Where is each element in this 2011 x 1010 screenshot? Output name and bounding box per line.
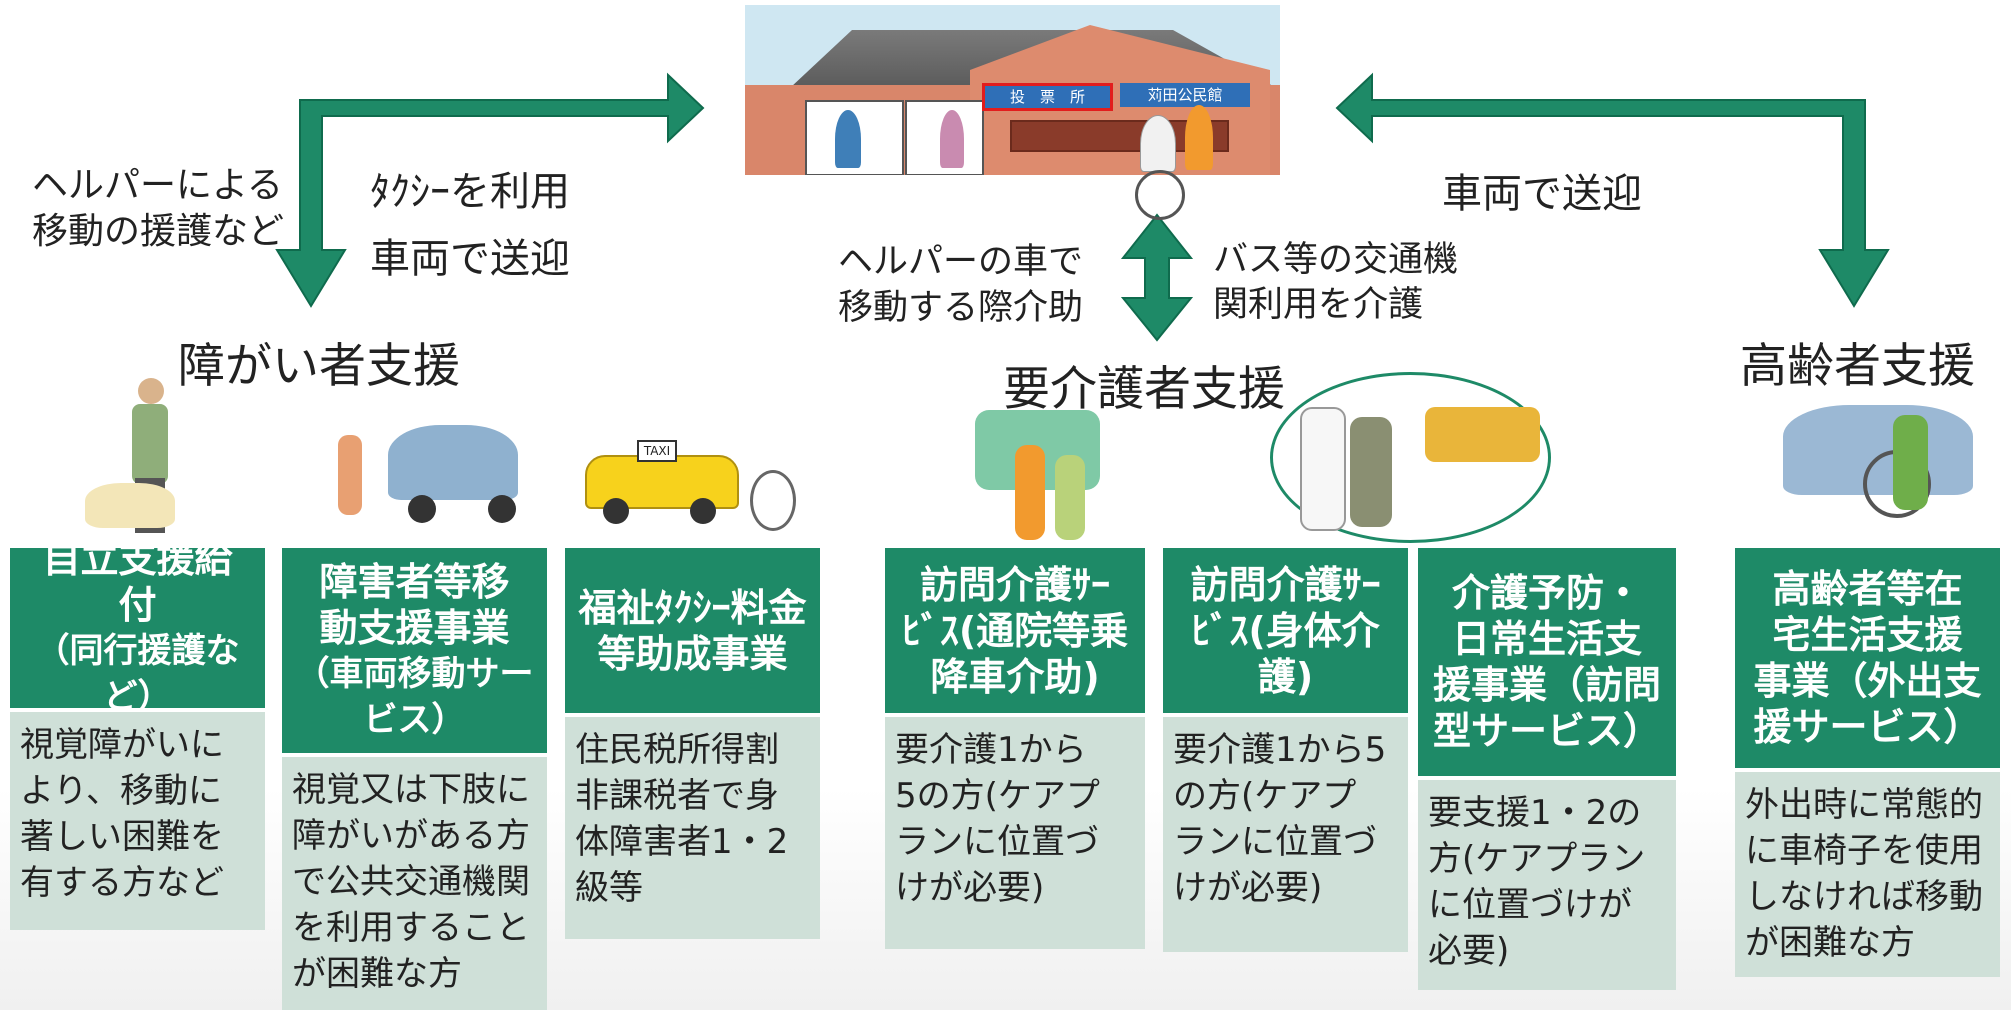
service-title-line: 訪問介護ｻｰ xyxy=(1190,562,1381,607)
service-title-7: 高齢者等在宅生活支援事業（外出支援サービス） xyxy=(1735,548,2000,768)
service-description-line: 著しい困難を xyxy=(20,817,224,857)
guide-dog-illustration xyxy=(80,378,210,538)
voter-figure xyxy=(940,110,964,168)
service-title-line: 自立支援給 xyxy=(42,537,233,581)
service-title-line: 高齢者等在 xyxy=(1772,567,1963,611)
polling-station-illustration: 投 票 所 苅田公民館 xyxy=(745,5,1280,175)
category-elderly: 高齢者支援 xyxy=(1740,339,1975,394)
service-description-3: 住民税所得割非課税者で身体障害者1・2 級等 xyxy=(565,717,820,939)
taxi-sign: TAXI xyxy=(637,440,677,462)
label-helper-car-1: ヘルパーの車で xyxy=(838,242,1084,282)
service-description-line: 要支援1・2の xyxy=(1428,793,1642,833)
taxi-illustration: TAXI xyxy=(585,430,796,531)
van-transfer-illustration xyxy=(975,405,1120,545)
service-description-line: の方(ケアプ xyxy=(1173,776,1357,816)
service-description-5: 要介護1から5 の方(ケアプランに位置づけが必要) xyxy=(1163,717,1408,952)
service-title-extra: （車両移動サービス） xyxy=(295,653,534,740)
service-description-4: 要介護1から 5の方(ケアプランに位置づけが必要) xyxy=(885,717,1145,949)
service-title-line: 宅生活支援 xyxy=(1772,613,1963,657)
service-description-line: 5の方(ケアプ xyxy=(895,776,1100,816)
service-title-line: ﾋﾞｽ(通院等乗 xyxy=(901,608,1129,653)
category-disability: 障がい者支援 xyxy=(178,339,460,394)
service-title-line: 介護予防・ xyxy=(1451,571,1642,615)
service-description-6: 要支援1・2の方(ケアプランに位置づけが必要) xyxy=(1418,780,1676,990)
service-description-2: 視覚又は下肢に障がいがある方で公共交通機関を利用することが困難な方 xyxy=(282,757,547,1010)
label-vehicle-right: 車両で送迎 xyxy=(1442,171,1642,217)
bus-assist-illustration xyxy=(1270,372,1580,543)
service-description-line: 視覚又は下肢に xyxy=(292,770,530,810)
service-description-line: 住民税所得割 xyxy=(575,730,779,770)
vehicle-lift-illustration xyxy=(338,415,518,535)
label-vehicle-left: 車両で送迎 xyxy=(370,236,570,282)
label-taxi: ﾀｸｼｰを利用 xyxy=(370,169,570,215)
service-title-5: 訪問介護ｻｰﾋﾞｽ(身体介護) xyxy=(1163,548,1408,713)
service-description-line: けが必要) xyxy=(895,868,1045,908)
service-title-line: 動支援事業 xyxy=(319,605,510,650)
service-description-line: 体障害者1・2 xyxy=(575,822,789,862)
label-helper-car-2: 移動する際介助 xyxy=(838,288,1084,328)
service-description-line: 視覚障がいに xyxy=(20,725,224,765)
service-description-line: 必要) xyxy=(1428,931,1510,971)
label-helper-move-1: ヘルパーによる xyxy=(32,165,283,206)
service-description-line: 有する方など xyxy=(20,863,224,903)
service-description-line: 障がいがある方 xyxy=(292,816,530,856)
service-description-line: より、移動に xyxy=(20,771,222,811)
hall-sign: 苅田公民館 xyxy=(1120,83,1250,107)
service-description-line: に位置づけが xyxy=(1428,885,1632,925)
category-care: 要介護者支援 xyxy=(1003,362,1285,417)
service-title-line: 付 xyxy=(118,583,157,627)
service-title-extra: （同行援護など） xyxy=(35,631,240,717)
service-title-3: 福祉ﾀｸｼｰ料金等助成事業 xyxy=(565,548,820,713)
polling-sign: 投 票 所 xyxy=(982,83,1113,111)
service-description-line: けが必要) xyxy=(1173,868,1323,908)
service-description-line: に車椅子を使用 xyxy=(1745,831,1983,871)
wheelchair-user-figure xyxy=(1140,115,1176,172)
service-title-line: 援事業（訪問 xyxy=(1432,663,1661,707)
label-bus-2: 関利用を介護 xyxy=(1213,285,1424,325)
service-title-2: 障害者等移動支援事業（車両移動サービス） xyxy=(282,548,547,753)
voter-figure xyxy=(835,110,861,168)
service-description-1: 視覚障がいにより、移動に著しい困難を有する方など xyxy=(10,712,265,930)
service-description-line: しなければ移動 xyxy=(1745,877,1983,917)
service-title-line: 福祉ﾀｸｼｰ料金 xyxy=(578,585,807,630)
label-helper-move-2: 移動の援護など xyxy=(32,211,285,252)
service-title-1: 自立支援給付（同行援護など） xyxy=(10,537,265,717)
wheelchair-car-illustration xyxy=(1783,395,1973,535)
service-description-line: が困難な方 xyxy=(292,954,462,994)
service-description-line: が困難な方 xyxy=(1745,923,1915,963)
service-title-line: 護) xyxy=(1257,654,1314,699)
service-description-line: 外出時に常態的 xyxy=(1745,785,1983,825)
service-description-line: 級等 xyxy=(575,868,643,908)
service-title-6: 介護予防・日常生活支援事業（訪問型サービス） xyxy=(1418,548,1676,776)
service-description-line: ランに位置づ xyxy=(895,822,1099,862)
service-description-line: 非課税者で身 xyxy=(575,776,779,816)
service-description-line: で公共交通機関 xyxy=(292,862,530,902)
service-title-line: 日常生活支 xyxy=(1451,617,1642,661)
service-title-line: 等助成事業 xyxy=(597,631,788,676)
wheelchair-icon xyxy=(1135,170,1185,220)
service-description-line: 方(ケアプラン xyxy=(1428,839,1646,879)
arrow-right-elbow xyxy=(1335,72,1890,308)
service-description-line: を利用すること xyxy=(292,908,530,948)
service-title-line: 障害者等移 xyxy=(319,559,510,604)
service-title-4: 訪問介護ｻｰﾋﾞｽ(通院等乗降車介助) xyxy=(885,548,1145,713)
service-title-line: 降車介助) xyxy=(930,654,1100,699)
service-title-line: ﾋﾞｽ(身体介 xyxy=(1191,608,1380,653)
arrow-left-elbow xyxy=(275,72,705,308)
service-title-line: 事業（外出支 xyxy=(1753,659,1982,703)
service-description-line: 要介護1から xyxy=(895,730,1087,770)
arrow-center-double xyxy=(1120,213,1194,342)
service-description-7: 外出時に常態的に車椅子を使用しなければ移動が困難な方 xyxy=(1735,772,2000,977)
label-bus-1: バス等の交通機 xyxy=(1213,240,1459,280)
service-title-line: 型サービス） xyxy=(1432,709,1661,753)
helper-figure xyxy=(1185,105,1213,170)
service-description-line: ランに位置づ xyxy=(1173,822,1377,862)
service-description-line: 要介護1から5 xyxy=(1173,730,1387,770)
service-title-line: 訪問介護ｻｰ xyxy=(919,562,1110,607)
service-title-line: 援サービス） xyxy=(1753,705,1982,749)
